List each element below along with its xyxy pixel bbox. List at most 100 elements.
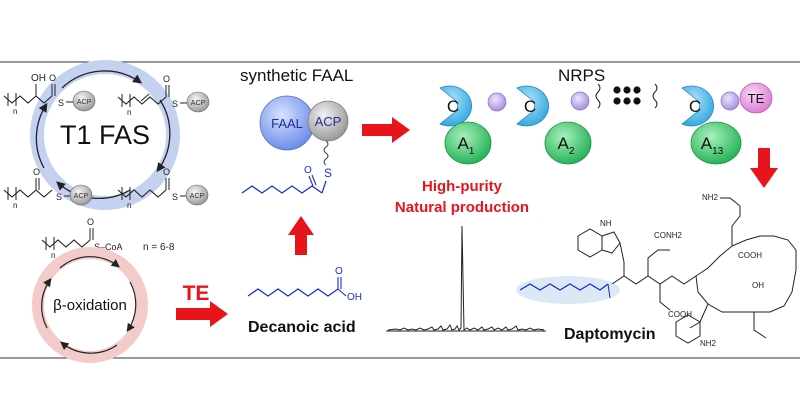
dapto-side-orn [731, 206, 741, 246]
dapto-cooh-label-2: COOH [738, 251, 762, 260]
acp-ball-4 [185, 184, 209, 206]
dapto-nh2-label-top: NH2 [702, 193, 719, 202]
break-squiggle-1 [595, 83, 601, 109]
te-arrow: TE [176, 282, 228, 327]
fas-intermediate-hydroxy: n OH O S ACP [3, 73, 96, 116]
c-domain-1-label: C [447, 97, 459, 116]
daptomycin-structure: NH CONH2 COOH NH2 COOH OH NH2 Daptomycin [516, 193, 797, 348]
c-domain-13 [681, 85, 714, 127]
fas-s-label-3: S [56, 192, 62, 202]
production-panel: High-purity Natural production [386, 178, 546, 332]
fas-acp-label-1: ACP [77, 99, 92, 106]
dapto-cooh-label-1: COOH [668, 310, 692, 319]
nrps-module-1: C A1 [439, 85, 507, 165]
faal-acp-label: ACP [315, 114, 342, 129]
decanoic-acid: O OH Decanoic acid [247, 266, 362, 336]
fas-intermediate-bottom-left: n O S ACP [3, 167, 93, 210]
daptomycin-label: Daptomycin [564, 326, 656, 343]
nrps-section: NRPS C A1 C A2 C A13 [439, 66, 773, 165]
acyl-coa: n O S–CoA n = 6-8 [41, 217, 175, 260]
faal-o-label: O [304, 165, 312, 176]
fas-n-label-3: n [13, 201, 17, 210]
ppant-arm [323, 140, 329, 166]
fas-acp-label-2: ACP [191, 100, 206, 107]
coa-label: S–CoA [94, 242, 123, 252]
fas-intermediate-enoyl: n O S ACP [117, 74, 210, 117]
acp-ball-1 [72, 90, 96, 112]
dapto-oh-label: OH [752, 281, 764, 290]
fas-arrow-top [61, 70, 143, 89]
fas-o-label-1: O [49, 73, 56, 83]
decanoic-chain [247, 288, 339, 297]
coa-n-label: n [51, 251, 55, 260]
te-domain-label: TE [748, 91, 765, 106]
c-domain-2-label: C [524, 97, 536, 116]
faal-title: synthetic FAAL [240, 66, 353, 85]
fas-s-label-1: S [58, 98, 64, 108]
fas-acp-label-4: ACP [190, 193, 205, 200]
fas-s-label-4: S [172, 192, 178, 202]
fas-s-label-2: S [172, 99, 178, 109]
decanoic-o-label: O [335, 266, 343, 277]
fas-n-label-4: n [127, 201, 131, 210]
break-squiggle-2 [652, 83, 658, 109]
n-range-label: n = 6-8 [143, 242, 175, 253]
arrow-decanoic-to-faal [288, 216, 314, 255]
fas-o-label-4: O [163, 167, 170, 177]
fas-arrow-right [156, 99, 171, 173]
fas-intermediate-bottom-right: n O S ACP [117, 167, 209, 210]
fas-n-label-2: n [127, 108, 131, 117]
dapto-side-asn [647, 249, 670, 276]
indole-benzene [577, 228, 603, 258]
coa-o-label: O [87, 217, 94, 227]
te-domain [739, 82, 773, 114]
dapto-side-kyn [689, 303, 709, 329]
fas-o-label-2: O [163, 74, 170, 84]
lipid-tail-highlight [516, 276, 620, 304]
nrps-title: NRPS [558, 66, 605, 85]
dapto-lipid-tail [519, 283, 609, 291]
decanoic-oh-label: OH [347, 292, 362, 303]
faal-acp-domain [307, 100, 349, 142]
dapto-conh2-label: CONH2 [654, 231, 683, 240]
te-arrow-label: TE [183, 282, 210, 305]
production-line1: High-purity [422, 178, 503, 195]
beta-oxidation-label: β-oxidation [53, 297, 127, 314]
fas-arrow-left [35, 102, 48, 169]
ellipsis-dots [613, 86, 641, 105]
beta-oxidation-cycle: β-oxidation [32, 247, 148, 363]
a-domain-13 [690, 121, 742, 165]
indole-pyrrole [601, 231, 621, 254]
a-domain-1-label: A1 [458, 134, 475, 157]
acp-ball-2 [186, 91, 210, 113]
dapto-nh-label: NH [600, 219, 612, 228]
fas-title: T1 FAS [60, 120, 150, 150]
production-line2: Natural production [395, 199, 529, 216]
faal-s-label: S [324, 166, 332, 180]
a-domain-2 [544, 121, 592, 165]
arrow-faal-to-nrps [362, 117, 410, 143]
decanoic-acid-label: Decanoic acid [248, 319, 356, 336]
a-domain-1 [444, 121, 492, 165]
c-domain-1 [439, 85, 472, 127]
fas-acp-label-3: ACP [74, 193, 89, 200]
c-domain-2 [516, 85, 549, 127]
kyn-benzene [675, 314, 701, 344]
beta-ring [32, 247, 148, 363]
pcp-domain-1 [487, 92, 507, 112]
faal-section: synthetic FAAL FAAL ACP S O [240, 66, 353, 194]
fas-cycle: T1 FAS n OH O S ACP n O S [3, 60, 210, 210]
faal-domain-label: FAAL [271, 116, 303, 131]
dapto-side-asp [659, 284, 671, 311]
arrow-nrps-to-dapto [750, 148, 778, 188]
fas-n-label-1: n [13, 107, 17, 116]
nrps-module-13: C A13 TE [681, 82, 773, 165]
dapto-backbone-2 [619, 242, 625, 276]
dapto-side-kyn-2 [753, 312, 767, 339]
dapto-nh2-label-bottom: NH2 [700, 339, 717, 348]
a-domain-13-label: A13 [701, 134, 724, 157]
dapto-macrocycle [695, 235, 797, 313]
nrps-module-2: C A2 [516, 85, 592, 165]
acyl-chain-blue [241, 185, 323, 194]
a-domain-2-label: A2 [558, 134, 575, 157]
